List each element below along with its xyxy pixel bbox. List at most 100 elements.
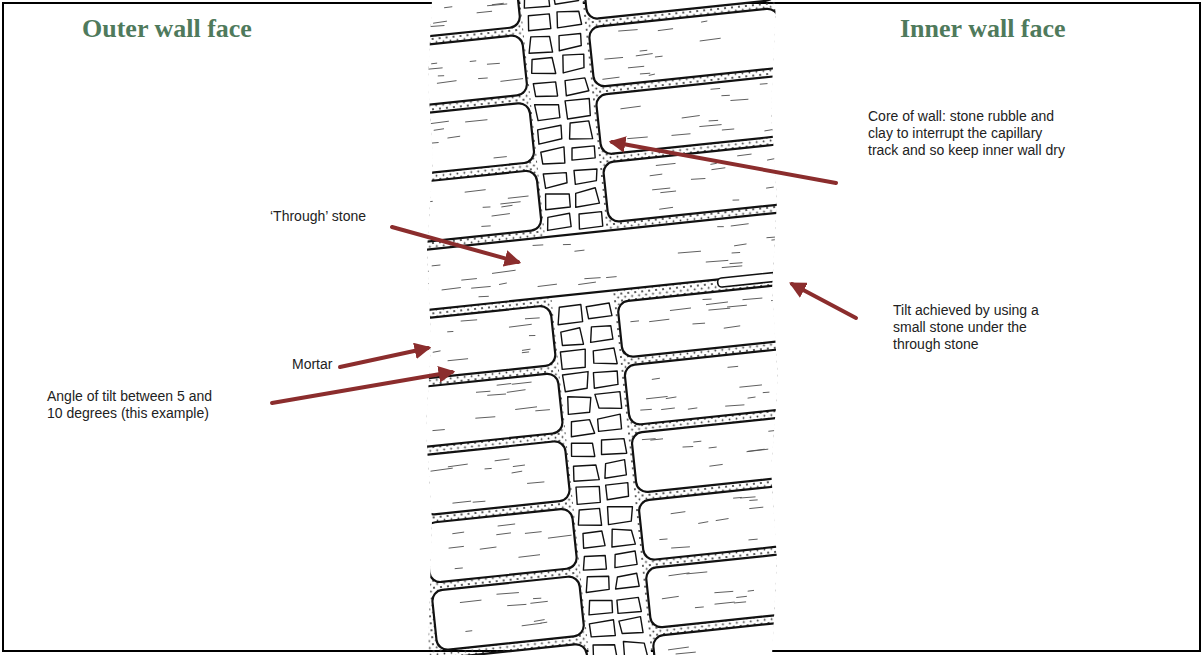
rubble-stone — [570, 419, 595, 436]
stone-grain — [538, 284, 557, 286]
stone-grain — [499, 283, 507, 285]
stone-grain — [688, 408, 697, 409]
stone — [367, 0, 520, 42]
stone-grain — [522, 351, 529, 353]
rubble-stone — [577, 508, 602, 528]
stone — [438, 643, 591, 655]
stone-grain — [415, 201, 432, 203]
stone-grain — [480, 547, 497, 549]
stone-grain — [691, 178, 705, 180]
callout-label: Mortar — [292, 356, 332, 373]
rubble-stone — [544, 191, 571, 209]
rubble-stone — [560, 349, 587, 370]
stone-grain — [747, 449, 769, 452]
stone-grain — [533, 598, 541, 599]
stone-grain — [478, 78, 488, 79]
stone-grain — [402, 205, 418, 207]
stone-grain — [433, 21, 447, 23]
stone-grain — [409, 283, 429, 285]
stone — [638, 481, 833, 561]
leader-line — [272, 372, 452, 403]
stone-grain — [733, 199, 740, 200]
stone-grain — [650, 174, 663, 176]
stone-grain — [522, 623, 542, 626]
face-heading: Inner wall face — [900, 14, 1066, 44]
stone-grain — [780, 461, 788, 463]
rubble-stone — [537, 125, 562, 144]
stone-grain — [534, 620, 545, 622]
stone-grain — [814, 566, 827, 568]
stone-grain — [768, 430, 780, 431]
stone — [417, 440, 570, 515]
stone-grain — [767, 159, 775, 161]
stone-grain — [748, 449, 765, 451]
stone-grain — [442, 288, 461, 290]
rubble-stone — [527, 35, 552, 55]
rubble-stone — [556, 9, 582, 27]
stone-grain — [809, 626, 826, 628]
leader-line — [392, 227, 518, 262]
face-heading: Outer wall face — [82, 14, 252, 44]
stone-grain — [649, 74, 655, 75]
stone-grain — [432, 429, 444, 430]
stone — [617, 282, 812, 358]
rubble-stone — [603, 460, 626, 479]
rubble-stone — [582, 531, 605, 548]
stone-grain — [461, 278, 477, 280]
stone-grain — [771, 238, 794, 241]
stone-grain — [501, 205, 512, 207]
stone-grain — [722, 129, 734, 131]
rubble-stone — [540, 147, 565, 166]
stone-grain — [731, 224, 749, 226]
stone — [645, 549, 840, 629]
stone-grain — [701, 21, 707, 22]
rubble-stone — [597, 414, 622, 431]
stone-grain — [700, 38, 721, 41]
stone-grain — [574, 250, 584, 251]
leader-line — [340, 348, 428, 367]
stone-grain — [636, 54, 653, 56]
stone-grain — [487, 63, 500, 65]
stone-grain — [509, 324, 532, 327]
stone-grain — [695, 607, 704, 608]
stone-grain — [646, 396, 668, 398]
stone-grain — [507, 390, 526, 393]
stone — [603, 143, 798, 223]
stone-grain — [411, 11, 419, 12]
stone-grain — [535, 409, 550, 411]
stone-grain — [492, 3, 504, 5]
stone-grain — [743, 298, 763, 300]
stone — [410, 373, 563, 448]
stone-grain — [422, 141, 429, 142]
rubble-stone — [600, 438, 627, 456]
stone-grain — [430, 468, 452, 471]
callout-label: ‘Through’ stone — [270, 208, 366, 225]
rubble-stone — [523, 0, 550, 9]
stone-grain — [760, 83, 768, 84]
stone-grain — [703, 299, 712, 300]
stone-grain — [449, 546, 464, 548]
stone-grain — [420, 68, 442, 71]
stone-grain — [492, 214, 510, 216]
stone-grain — [525, 317, 540, 319]
stone-grain — [518, 555, 540, 558]
stone-grain — [795, 580, 812, 582]
stone-grain — [734, 244, 747, 246]
stone-grain — [739, 385, 762, 387]
stone-grain — [425, 25, 445, 28]
stone-grain — [698, 522, 708, 524]
stone-grain — [699, 124, 721, 127]
stone-grain — [693, 441, 701, 443]
leader-lines — [272, 142, 856, 403]
rubble-stone — [561, 53, 585, 73]
rubble-stone — [574, 187, 600, 207]
stone-grain — [433, 351, 441, 352]
stone-grain — [676, 652, 696, 654]
callout-label: Core of wall: stone rubble and clay to i… — [868, 108, 1073, 159]
stone-grain — [438, 75, 444, 76]
rubble-stone — [593, 370, 619, 388]
stone-grain — [620, 106, 640, 109]
rubble-stone — [592, 348, 617, 366]
stone-grain — [563, 244, 571, 245]
stone-grain — [470, 60, 476, 62]
